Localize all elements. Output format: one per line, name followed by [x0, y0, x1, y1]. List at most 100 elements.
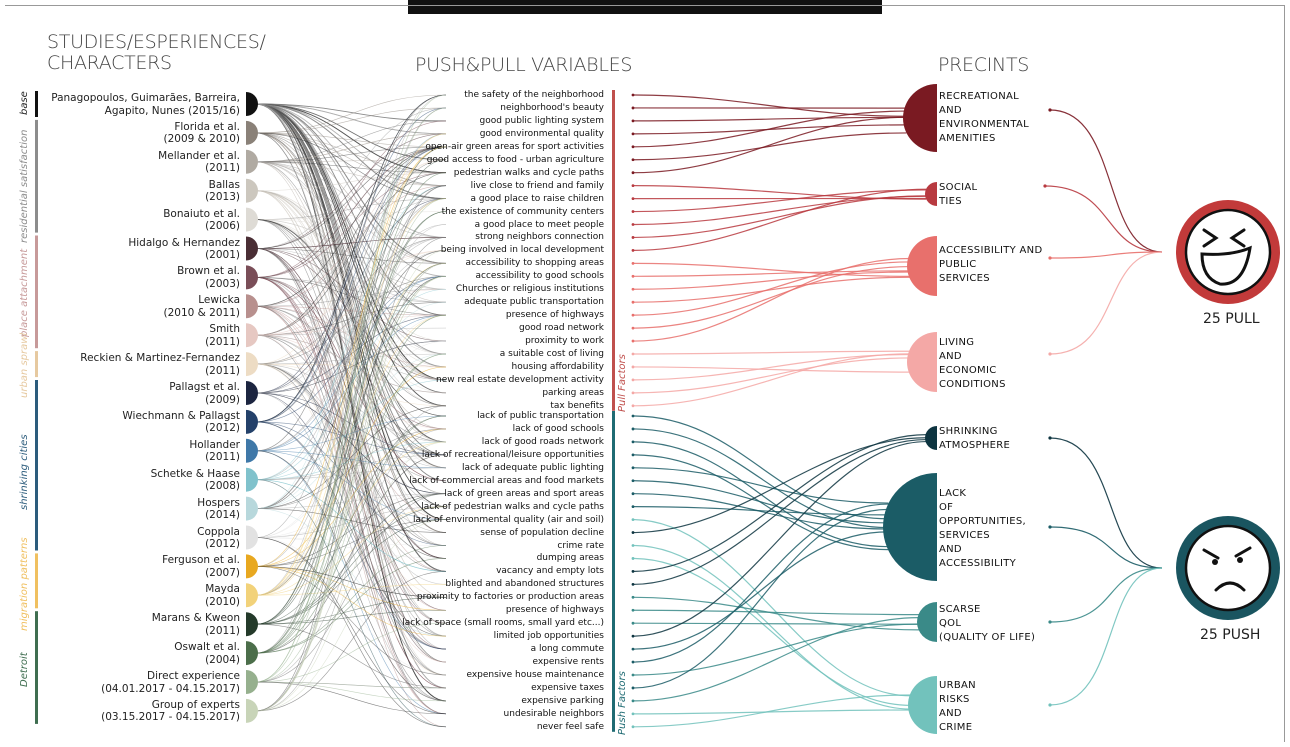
study-variable-link [255, 558, 447, 654]
study-variable-link [255, 107, 447, 134]
pull-variable-label: good road network [519, 323, 604, 334]
variables-header: PUSH&PULL VARIABLES [415, 54, 633, 76]
push-variable-label: lack of recreational/leisure opportuniti… [421, 449, 604, 460]
pull-precinct-label-line: ECONOMIC [939, 365, 997, 376]
study-label: Group of experts(03.15.2017 - 04.15.2017… [0, 699, 240, 724]
study-half-circle [246, 294, 258, 319]
study-variable-link [255, 103, 447, 187]
study-variable-link [255, 314, 447, 336]
study-label-line: Coppola [197, 525, 240, 538]
study-label-line: (2006) [205, 220, 240, 233]
push-variable-dot [631, 725, 635, 729]
push-variable-dot [631, 440, 635, 444]
push-variable-precinct-link [632, 428, 889, 529]
pull-variable-precinct-link [632, 366, 911, 373]
study-variable-link [255, 454, 447, 538]
push-variable-label: expensive taxes [531, 682, 604, 693]
push-precinct-label-line: ATMOSPHERE [939, 440, 1011, 451]
study-label: Hollander(2011) [0, 439, 240, 464]
study-variable-link [255, 219, 447, 238]
study-label: Oswalt et al.(2004) [0, 641, 240, 666]
study-variable-link [255, 146, 447, 394]
laughing-eye-icon [1202, 228, 1219, 248]
push-variable-dot [631, 544, 635, 547]
study-variable-link [255, 120, 447, 278]
pull-variable-dot [631, 339, 635, 343]
push-precinct-outcome-link [1049, 567, 1163, 623]
pull-precinct-shape [907, 332, 937, 392]
push-variable-dot [631, 557, 635, 560]
study-label-line: (2011) [205, 162, 240, 175]
study-variable-link [255, 334, 447, 663]
study-variable-link [255, 306, 447, 611]
study-variable-link [255, 248, 447, 342]
push-variable-precinct-link [632, 506, 889, 516]
pull-variable-label: a good place to raise children [470, 193, 604, 204]
push-precinct-shape [917, 602, 937, 642]
study-variable-link [255, 132, 447, 381]
study-variable-link [255, 132, 447, 316]
study-label-line: Group of experts [151, 698, 240, 711]
push-variable-dot [631, 479, 635, 483]
study-variable-link [255, 198, 447, 509]
study-variable-link [255, 263, 447, 625]
pull-variable-precinct-link [632, 94, 907, 117]
push-variable-label: expensive parking [521, 695, 604, 706]
study-label-line: Hospers [197, 496, 240, 509]
push-precinct-label-line: LACK [939, 488, 967, 499]
study-label: Marans & Kweon(2011) [0, 612, 240, 637]
push-precinct-label-line: SERVICES [939, 530, 990, 541]
study-variable-link [255, 415, 447, 654]
pull-variable-label: accessibility to shopping areas [465, 258, 604, 269]
study-label-line: (2012) [205, 538, 240, 550]
push-variable-label: lack of green areas and sport areas [444, 488, 604, 499]
pull-variable-dot [631, 145, 635, 149]
study-half-circle [246, 352, 258, 377]
studies-header-line-2: CHARACTERS [47, 52, 172, 74]
study-half-circle [246, 438, 258, 463]
study-label-line: Ferguson et al. [162, 554, 240, 567]
study-variable-link [255, 190, 447, 494]
study-variable-link [255, 566, 447, 676]
study-variable-link [255, 185, 447, 307]
study-variable-link [255, 132, 447, 199]
pull-variable-label: a suitable cost of living [499, 349, 604, 359]
pull-variable-dot [631, 404, 635, 408]
group-bar [35, 351, 38, 378]
study-variable-link [255, 237, 447, 712]
study-variable-link [255, 363, 447, 443]
pull-variable-dot [631, 158, 635, 162]
study-variable-link [255, 334, 447, 469]
pull-variable-dot [631, 391, 635, 395]
push-precinct-label-line: OF [939, 502, 954, 513]
study-label-line: Pallagst et al. [169, 381, 240, 393]
study-variable-link [255, 133, 447, 163]
study-variable-link [255, 519, 447, 625]
pull-variable-dot [631, 378, 635, 382]
study-label-line: (2009 & 2010) [163, 133, 241, 146]
pull-variable-precinct-link [632, 261, 911, 316]
pull-variable-precinct-link [632, 265, 911, 329]
study-variable-link [255, 185, 447, 712]
study-label-line: Lewicka [198, 294, 240, 307]
study-label-line: (2003) [205, 277, 240, 290]
push-variable-dot [631, 634, 635, 638]
pull-variable-label: new real estate development activity [436, 374, 604, 385]
pull-precinct-label-line: SERVICES [939, 273, 990, 284]
study-label-line: (2011) [205, 624, 240, 637]
group-label: urban sprawl [19, 332, 30, 398]
study-variable-link [255, 450, 447, 520]
pull-precinct-label-line: AND [939, 351, 962, 362]
group-bar [35, 119, 38, 233]
study-label: Hospers(2014) [0, 497, 240, 522]
studies-header-line-1: STUDIES/ESPERIENCES/ [47, 31, 266, 53]
diagram-shapes [35, 84, 1280, 734]
pull-precinct-dot [1048, 352, 1052, 356]
study-label-line: (2004) [205, 653, 240, 666]
pull-variable-label: Churches or religious institutions [455, 284, 604, 295]
study-variable-link [255, 506, 447, 538]
push-variable-dot [631, 712, 635, 716]
